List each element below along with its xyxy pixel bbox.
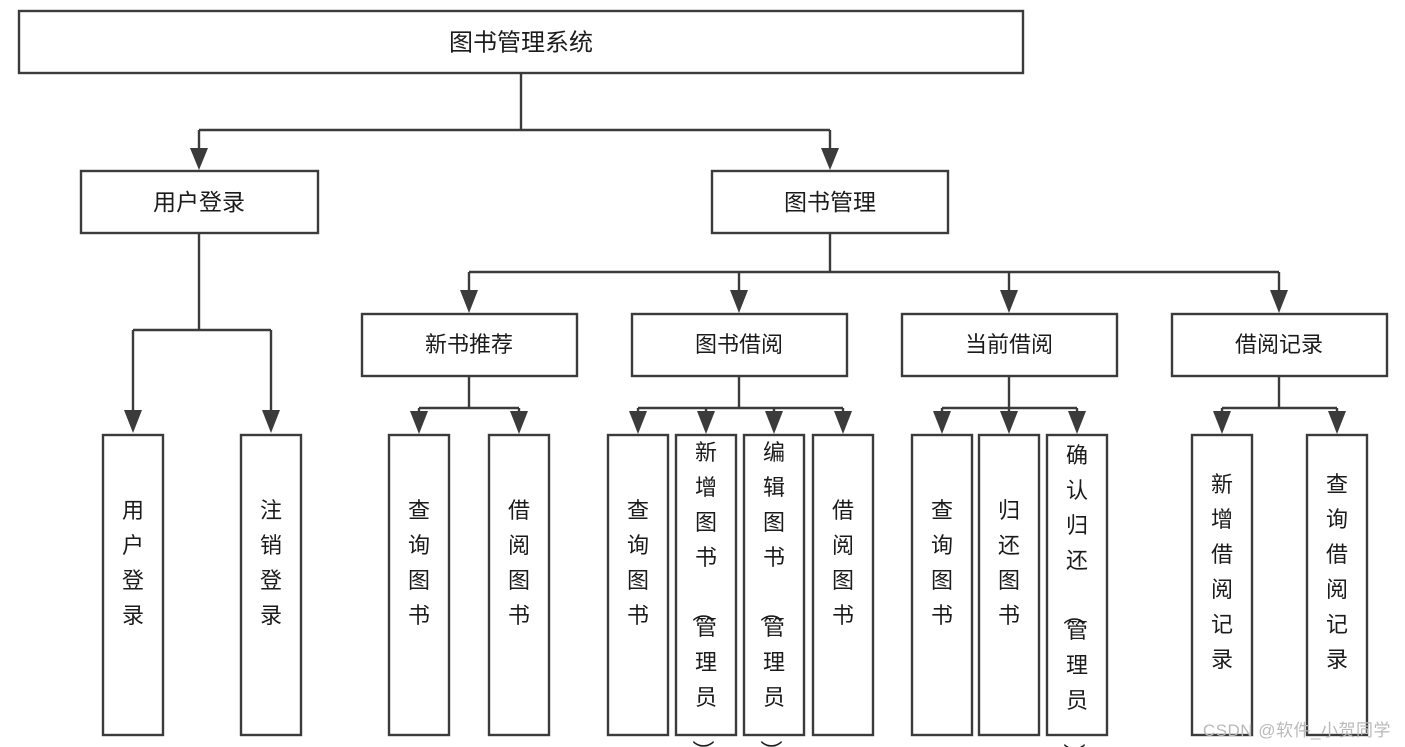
connector-group-root xyxy=(190,73,839,170)
arrowhead-userlogin xyxy=(190,148,208,170)
node-book-management-label: 图书管理 xyxy=(784,189,876,215)
node-borrow-record-box[interactable] xyxy=(1170,312,1389,378)
node-root-box[interactable] xyxy=(17,9,1025,75)
leaf-book-borrow-2[interactable]: 新增图书（管理员） xyxy=(674,433,738,747)
leaf-borrow-record-2-label: 查询借阅记录 xyxy=(1326,472,1348,672)
arrowhead-borrow-leaf-1 xyxy=(629,411,647,434)
leaf-user-login-1-label: 用户登录 xyxy=(122,498,144,628)
leaf-current-borrow-2-box[interactable] xyxy=(977,433,1041,737)
arrowhead-current-leaf-2 xyxy=(1000,411,1018,434)
node-borrow-record[interactable]: 借阅记录 xyxy=(1170,312,1389,378)
arrowhead-newbook-leaf-2 xyxy=(510,411,528,434)
leaf-borrow-record-1-box[interactable] xyxy=(1190,433,1254,737)
arrowhead-record-leaf-1 xyxy=(1213,411,1231,434)
leaf-current-borrow-3[interactable]: 确认归还（管理员） xyxy=(1045,433,1109,747)
leaf-book-borrow-2-box[interactable] xyxy=(674,433,738,737)
leaf-book-borrow-1[interactable]: 查询图书 xyxy=(606,433,670,737)
arrowhead-lv3-3 xyxy=(1000,290,1018,313)
connector-group-current xyxy=(933,376,1086,434)
node-book-management-box[interactable] xyxy=(710,169,950,235)
node-user-login[interactable]: 用户登录 xyxy=(79,169,320,235)
node-new-book-recommend-box[interactable] xyxy=(360,312,579,378)
leaf-borrow-record-2-box[interactable] xyxy=(1305,433,1369,737)
arrowhead-borrow-leaf-4 xyxy=(834,411,852,434)
leaf-borrow-record-2[interactable]: 查询借阅记录 xyxy=(1305,433,1369,737)
leaf-user-login-2-label: 注销登录 xyxy=(260,498,282,628)
leaf-current-borrow-1-label: 查询图书 xyxy=(931,498,953,628)
leaf-book-borrow-3[interactable]: 编辑图书（管理员） xyxy=(742,433,806,747)
leaf-user-login-1-box[interactable] xyxy=(101,433,165,737)
connector-group-newbook xyxy=(410,376,528,434)
arrowhead-borrow-leaf-3 xyxy=(765,411,783,434)
connector-group-bookmgmt xyxy=(460,233,1288,313)
node-new-book-recommend-label: 新书推荐 xyxy=(425,332,513,357)
leaf-new-book-1-label: 查询图书 xyxy=(408,498,430,628)
arrowhead-userlogin-leaf-1 xyxy=(124,410,142,433)
node-book-borrow-box[interactable] xyxy=(630,312,849,378)
connector-group-borrow xyxy=(629,376,852,434)
leaf-borrow-record-1[interactable]: 新增借阅记录 xyxy=(1190,433,1254,737)
leaf-current-borrow-2-label: 归还图书 xyxy=(998,498,1020,628)
leaf-current-borrow-1-box[interactable] xyxy=(910,433,974,737)
leaf-book-borrow-1-label: 查询图书 xyxy=(627,498,649,628)
leaf-new-book-2-box[interactable] xyxy=(487,433,551,737)
leaf-user-login-2[interactable]: 注销登录 xyxy=(239,433,303,737)
leaf-new-book-2-label: 借阅图书 xyxy=(508,498,530,628)
leaf-user-login-1[interactable]: 用户登录 xyxy=(101,433,165,737)
node-current-borrow-box[interactable] xyxy=(900,312,1119,378)
node-borrow-record-label: 借阅记录 xyxy=(1235,332,1323,357)
node-current-borrow[interactable]: 当前借阅 xyxy=(900,312,1119,378)
connector-group-record xyxy=(1213,376,1346,434)
leaf-book-borrow-4-box[interactable] xyxy=(811,433,875,737)
arrowhead-borrow-leaf-2 xyxy=(697,411,715,434)
arrowhead-lv3-1 xyxy=(460,290,478,313)
arrowhead-current-leaf-3 xyxy=(1068,411,1086,434)
leaf-book-borrow-4-label: 借阅图书 xyxy=(832,498,854,628)
leaf-current-borrow-2[interactable]: 归还图书 xyxy=(977,433,1041,737)
arrowhead-newbook-leaf-1 xyxy=(410,411,428,434)
arrowhead-record-leaf-2 xyxy=(1328,411,1346,434)
leaf-book-borrow-3-label: 编辑图书（管理员） xyxy=(758,440,785,747)
node-root-label: 图书管理系统 xyxy=(449,29,593,56)
arrowhead-bookmgmt xyxy=(821,148,839,170)
leaf-current-borrow-3-box[interactable] xyxy=(1045,433,1109,737)
arrowhead-current-leaf-1 xyxy=(933,411,951,434)
node-book-borrow[interactable]: 图书借阅 xyxy=(630,312,849,378)
node-book-management[interactable]: 图书管理 xyxy=(710,169,950,235)
arrowhead-userlogin-leaf-2 xyxy=(262,410,280,433)
leaf-new-book-2[interactable]: 借阅图书 xyxy=(487,433,551,737)
leaf-new-book-1-box[interactable] xyxy=(387,433,451,737)
node-book-borrow-label: 图书借阅 xyxy=(695,332,783,357)
node-root[interactable]: 图书管理系统 xyxy=(17,9,1025,75)
leaf-book-borrow-4[interactable]: 借阅图书 xyxy=(811,433,875,737)
arrowhead-lv3-4 xyxy=(1270,290,1288,313)
node-user-login-label: 用户登录 xyxy=(153,189,245,215)
connector-group-userlogin xyxy=(124,233,280,433)
leaf-book-borrow-1-box[interactable] xyxy=(606,433,670,737)
leaf-book-borrow-2-label: 新增图书（管理员） xyxy=(690,440,717,747)
leaf-current-borrow-1[interactable]: 查询图书 xyxy=(910,433,974,737)
node-user-login-box[interactable] xyxy=(79,169,320,235)
arrowhead-lv3-2 xyxy=(730,290,748,313)
leaf-new-book-1[interactable]: 查询图书 xyxy=(387,433,451,737)
leaf-book-borrow-3-box[interactable] xyxy=(742,433,806,737)
node-current-borrow-label: 当前借阅 xyxy=(965,332,1053,357)
leaf-borrow-record-1-label: 新增借阅记录 xyxy=(1211,472,1233,672)
node-new-book-recommend[interactable]: 新书推荐 xyxy=(360,312,579,378)
leaf-current-borrow-3-label: 确认归还（管理员） xyxy=(1061,443,1088,747)
csdn-watermark: CSDN @软件_小贺同学 xyxy=(1202,721,1391,740)
leaf-user-login-2-box[interactable] xyxy=(239,433,303,737)
